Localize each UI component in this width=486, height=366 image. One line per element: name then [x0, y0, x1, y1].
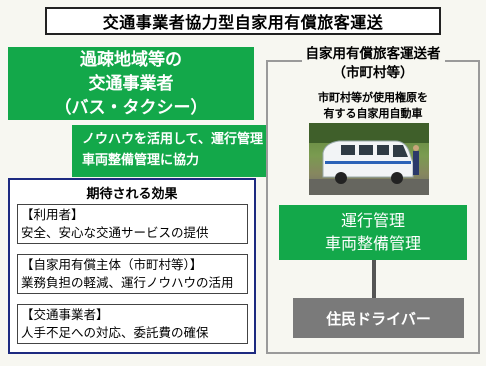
- operator-line-1: 過疎地域等の: [80, 50, 182, 70]
- connector-line: [372, 260, 376, 300]
- caption-line-2: 有する自家用自動車: [323, 107, 423, 120]
- arrow-line-2: 車両整備管理に協力: [82, 153, 200, 168]
- effects-title: 期待される効果: [86, 187, 178, 202]
- ops-line-1: 運行管理: [340, 211, 405, 230]
- arrow-shape: [72, 119, 328, 183]
- diagram-title: 交通事業者協力型自家用有償旅客運送: [45, 7, 441, 35]
- resident-driver-box: 住民ドライバー: [293, 298, 464, 338]
- ops-line-2: 車両整備管理: [324, 234, 421, 253]
- effect-item-users: 【利用者】 安全、安心な交通サービスの提供: [17, 204, 248, 244]
- provider-heading-line-1: 自家用有償旅客運送者: [301, 45, 445, 64]
- effect-text: 業務負担の軽減、運行ノウハウの活用: [21, 275, 234, 290]
- effect-item-operator: 【交通事業者】 人手不足への対応、委託費の確保: [17, 304, 248, 344]
- provider-heading-line-2: （市町村等）: [332, 65, 414, 81]
- caption-line-1: 市町村等が使用権原を: [318, 91, 428, 104]
- vehicle-photo: [309, 123, 429, 195]
- van-illustration: [309, 123, 429, 195]
- effect-text: 安全、安心な交通サービスの提供: [21, 225, 209, 240]
- provider-heading: 自家用有償旅客運送者 （市町村等）: [266, 45, 480, 83]
- effect-item-municipality: 【自家用有償主体（市町村等）】 業務負担の軽減、運行ノウハウの活用: [17, 254, 248, 294]
- effect-heading: 【自家用有償主体（市町村等）】: [21, 257, 203, 272]
- effect-text: 人手不足への対応、委託費の確保: [21, 325, 209, 340]
- effect-heading: 【利用者】: [21, 207, 84, 222]
- transport-operator-box: 過疎地域等の 交通事業者 （バス・タクシー）: [8, 47, 254, 120]
- cooperation-arrow: ノウハウを活用して、運行管理・ 車両整備管理に協力: [72, 119, 332, 183]
- vehicle-caption: 市町村等が使用権原を 有する自家用自動車: [266, 90, 480, 122]
- expected-effects-panel: 期待される効果 【利用者】 安全、安心な交通サービスの提供 【自家用有償主体（市…: [8, 178, 256, 354]
- operator-line-3: （バス・タクシー）: [54, 98, 208, 118]
- arrow-line-1: ノウハウを活用して、運行管理・: [82, 132, 276, 147]
- operations-management-box: 運行管理 車両整備管理: [279, 205, 467, 260]
- operator-line-2: 交通事業者: [88, 74, 174, 94]
- effect-heading: 【交通事業者】: [21, 307, 109, 322]
